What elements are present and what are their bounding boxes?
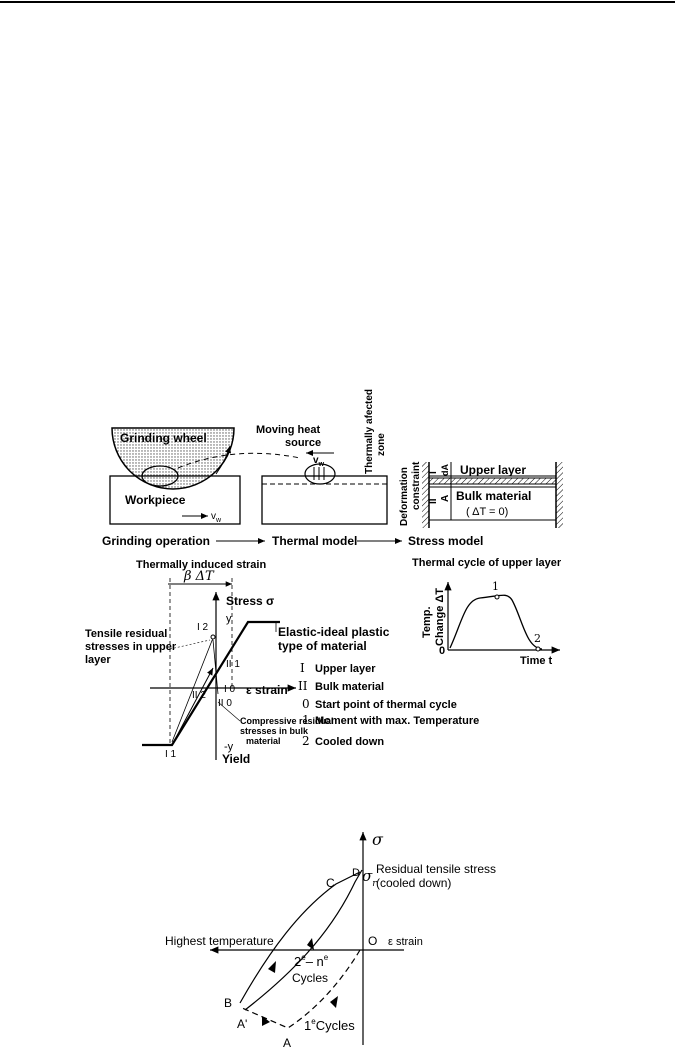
first-cycle-dashed	[241, 949, 361, 1029]
roman-II-label: II	[428, 498, 439, 504]
deformation-label-1: Deformation	[399, 467, 410, 526]
cycles-word-label: Cycles	[292, 971, 328, 985]
flow-stress-model: Stress model	[408, 534, 483, 548]
strain-label-3: ε strain	[388, 936, 423, 948]
figure-1-grinding-models: Grinding wheel Workpiece vw Moving heat …	[102, 389, 563, 548]
compressive-label-1: Compressive residual	[240, 716, 334, 726]
grinding-wheel-label: Grinding wheel	[120, 431, 207, 445]
right-wall-hatch	[556, 462, 563, 528]
moving-heat-source-label-2: source	[285, 437, 321, 449]
sigma-r-label: σr	[362, 867, 377, 889]
thermally-induced-strain-title: Thermally induced strain	[136, 559, 266, 571]
temp-label-2: Change ΔT	[434, 588, 446, 646]
point-C: C	[326, 876, 335, 890]
lower-branch	[244, 869, 363, 1011]
legend-text-4: Moment with max. Temperature	[315, 715, 479, 727]
point-I0: I 0	[224, 684, 236, 695]
strain-axis-label: ε strain	[246, 683, 288, 697]
thermal-cycle-curve	[449, 594, 543, 650]
peak-label: 1	[492, 580, 499, 593]
upper-branch	[239, 871, 361, 1004]
tensile-label-3: layer	[85, 654, 111, 666]
legend-key-5: 2	[302, 734, 310, 748]
point-D: D	[352, 867, 360, 879]
cycles-1-label: 1eCycles	[304, 1017, 355, 1033]
material-curve	[142, 620, 280, 747]
thermally-affected-label-1: Thermally afected	[364, 389, 375, 474]
sigma-label: σ	[372, 830, 384, 849]
figure-3-cyclic-loading: σ σr D C B A' A O ε strain Residual tens…	[165, 830, 496, 1050]
highest-temp-label: Highest temperature	[165, 934, 274, 948]
tensile-label-2: stresses in upper	[85, 641, 177, 653]
end-label: 2	[534, 632, 541, 645]
heat-source	[304, 463, 336, 485]
legend-text-2: Bulk material	[315, 681, 384, 693]
dA-label: dA	[440, 464, 450, 476]
flow-grinding-operation: Grinding operation	[102, 534, 210, 548]
workpiece-label: Workpiece	[125, 493, 186, 507]
cycles-2n-label: 2e– ne	[294, 953, 329, 969]
point-II0: II 0	[218, 698, 232, 709]
yield-label: Yield	[222, 752, 250, 766]
legend-key-3: 0	[302, 697, 310, 711]
point-I2: I 2	[197, 622, 209, 633]
thermally-affected-label-2: zone	[376, 433, 387, 456]
bulk-material-label: Bulk material	[456, 489, 531, 503]
deformation-label-2: constraint	[411, 461, 422, 510]
origin-zero: 0	[439, 645, 445, 657]
elastic-label-2: type of material	[278, 639, 367, 653]
elastic-label-1: Elastic-ideal plastic	[278, 625, 390, 639]
y-label: y	[226, 613, 232, 625]
legend-key-1: I	[300, 661, 305, 675]
point-II2: II 2	[192, 690, 206, 701]
vw-label-1: vw	[211, 511, 222, 524]
legend: I Upper layer II Bulk material 0 Start p…	[298, 661, 479, 748]
vw-label-2: vw	[313, 455, 325, 468]
legend-key-2: II	[298, 679, 308, 693]
point-A: A	[283, 1036, 291, 1050]
minus-y-label: -y	[224, 741, 234, 753]
point-I1: I 1	[165, 749, 177, 760]
compressive-label-2: stresses in bulk	[240, 726, 309, 736]
contact-zone	[141, 465, 179, 487]
point-A-prime: A'	[237, 1017, 247, 1031]
top-rule	[0, 1, 675, 3]
workpiece-1	[109, 475, 241, 525]
compressive-label-3: material	[246, 736, 281, 746]
point-O: O	[368, 934, 377, 948]
roman-I-label: I	[428, 471, 439, 474]
moving-heat-source-label-1: Moving heat	[256, 424, 321, 436]
legend-key-4: 1	[302, 713, 310, 727]
legend-text-1: Upper layer	[315, 663, 376, 675]
stress-sigma-label: Stress σ	[226, 594, 274, 608]
figure-2-stress-strain: Thermally induced strain β ΔT Stress σ y…	[85, 557, 562, 766]
delta-t-zero-label: ( ΔT = 0)	[466, 506, 508, 518]
legend-text-5: Cooled down	[315, 736, 384, 748]
A-label: A	[440, 495, 451, 502]
thermal-cycle-title: Thermal cycle of upper layer	[412, 557, 562, 569]
point-II1: II 1	[226, 659, 240, 670]
point-B: B	[224, 996, 232, 1010]
tensile-label-1: Tensile residual	[85, 628, 167, 640]
upper-layer-label: Upper layer	[460, 463, 526, 477]
legend-text-3: Start point of thermal cycle	[315, 699, 457, 711]
time-label: Time t	[520, 655, 553, 667]
left-wall-hatch	[422, 462, 429, 528]
residual-label-1: Residual tensile stress	[376, 862, 496, 876]
residual-label-2: (cooled down)	[376, 876, 451, 890]
temp-label-1: Temp.	[421, 606, 433, 638]
beta-delta-t-label: β ΔT	[183, 569, 215, 584]
flow-thermal-model: Thermal model	[272, 534, 357, 548]
upper-layer-strip	[428, 477, 557, 485]
